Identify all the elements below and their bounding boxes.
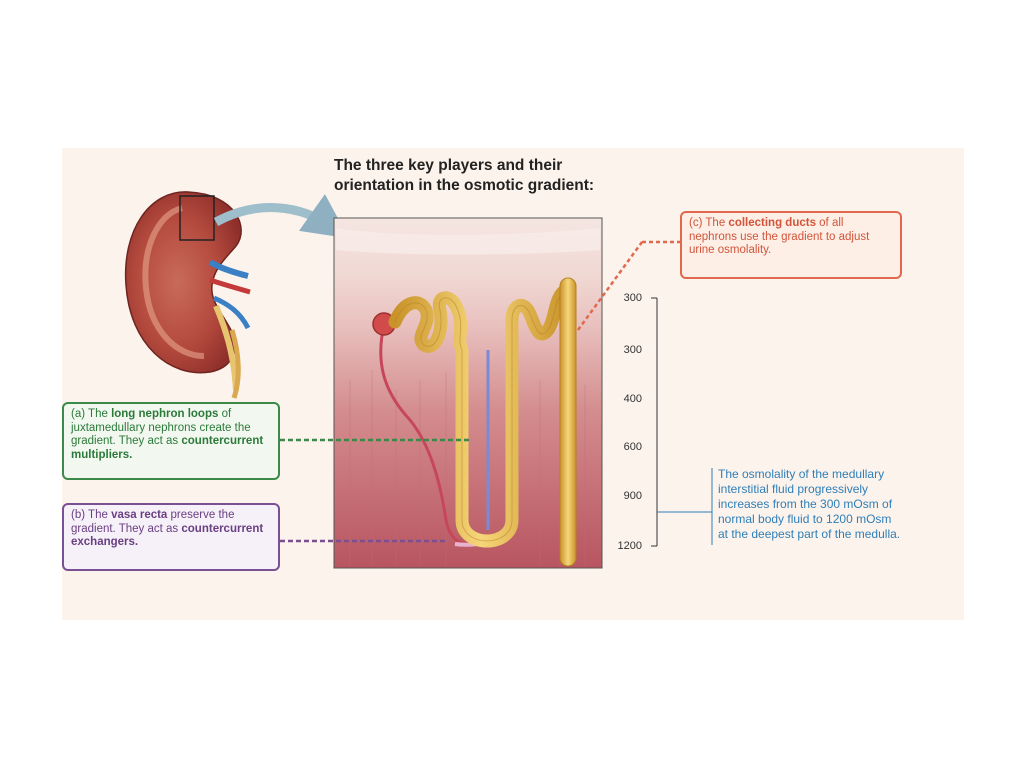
callout-a-prefix: (a) The	[71, 408, 111, 420]
scale-label-300-top: 300	[602, 292, 642, 304]
scale-label-400: 400	[602, 393, 642, 405]
callout-vasa-recta: (b) The vasa recta preserve the gradient…	[62, 503, 280, 571]
osmolality-note-line-1: The osmolality of the medullary	[718, 467, 978, 482]
osmolality-note-line-2: interstitial fluid progressively	[718, 482, 978, 497]
osmolality-scale-axis	[651, 298, 712, 546]
callout-b-term: vasa recta	[111, 509, 167, 521]
callout-long-nephron-loops: (a) The long nephron loops of juxtamedul…	[62, 402, 280, 480]
scale-label-600: 600	[602, 441, 642, 453]
callout-b-prefix: (b) The	[71, 509, 111, 521]
callout-c-prefix: (c) The	[689, 217, 728, 229]
osmolality-note-line-5: at the deepest part of the medulla.	[718, 527, 978, 542]
callout-a-term: long nephron loops	[111, 408, 218, 420]
scale-label-1200: 1200	[602, 540, 642, 552]
osmolality-note: The osmolality of the medullary intersti…	[718, 467, 978, 542]
callout-collecting-ducts: (c) The collecting ducts of all nephrons…	[680, 211, 902, 279]
osmolality-note-line-3: increases from the 300 mOsm of	[718, 497, 978, 512]
callout-c-term: collecting ducts	[728, 217, 816, 229]
kidney-illustration	[126, 192, 250, 398]
collecting-duct	[560, 278, 576, 566]
osmolality-note-line-4: normal body fluid to 1200 mOsm	[718, 512, 978, 527]
scale-label-900: 900	[602, 490, 642, 502]
scale-label-300: 300	[602, 344, 642, 356]
